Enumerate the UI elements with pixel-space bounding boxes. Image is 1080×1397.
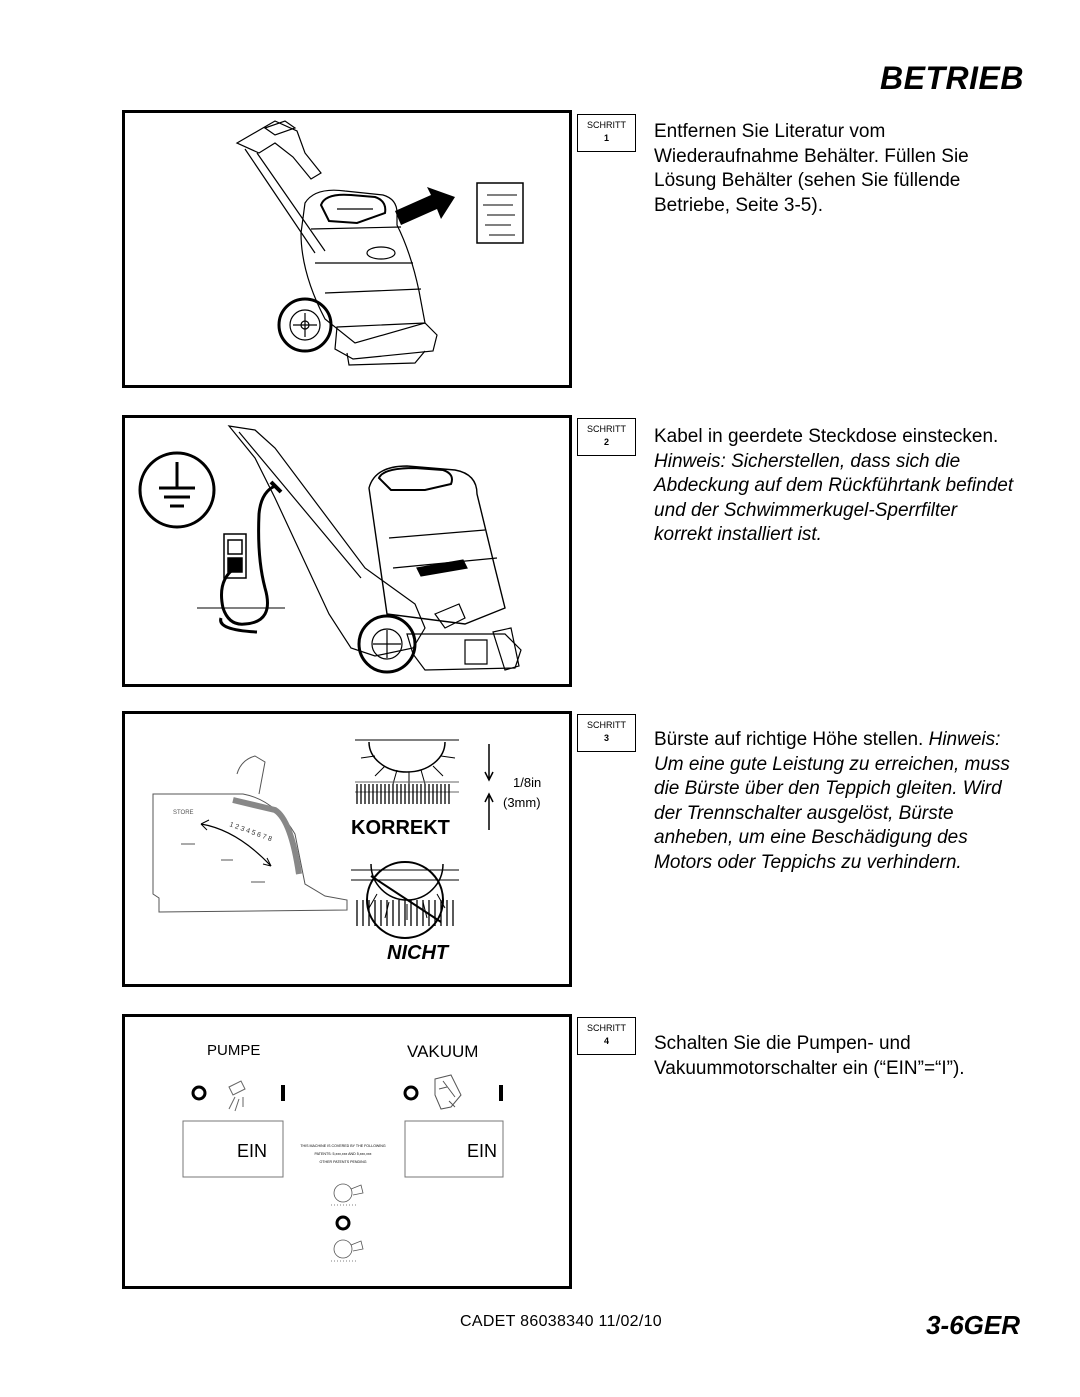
step-label: SCHRITT <box>587 720 626 730</box>
measure-inches: 1/8in <box>513 775 541 790</box>
brush-wrong-icon <box>351 861 459 939</box>
brush-correct-icon <box>355 739 494 830</box>
step-label: SCHRITT <box>587 1023 626 1033</box>
store-label: STORE <box>173 810 194 816</box>
step-1-text: Entfernen Sie Literatur vom Wiederaufnah… <box>654 120 1014 218</box>
step-number: 3 <box>603 733 609 743</box>
brush-height-illustration: STORE 1 2 3 4 5 6 7 8 1/8in (3mm) KORREK… <box>152 739 541 964</box>
step-badge-3: SCHRITT 3 <box>577 714 636 752</box>
wrong-label: NICHT <box>387 942 450 964</box>
pump-label: PUMPE <box>207 1042 260 1059</box>
step-2-instruction: Kabel in geerdete Steckdose einstecken. <box>654 426 999 447</box>
ground-symbol-icon <box>138 451 216 529</box>
measure-mm: (3mm) <box>503 795 541 810</box>
document-code: CADET 86038340 11/02/10 <box>460 1313 663 1330</box>
step-badge-1: SCHRITT 1 <box>577 114 636 152</box>
step-number: 4 <box>603 1036 609 1046</box>
pump-switch <box>182 1120 284 1178</box>
step-1-instruction: Entfernen Sie Literatur vom Wiederaufnah… <box>654 121 969 216</box>
vacuum-switch-label: EIN <box>467 1141 497 1161</box>
center-knob-icon <box>335 1215 351 1231</box>
wall-outlet-icon <box>197 533 285 609</box>
vacuum-switch <box>404 1120 504 1178</box>
page-title: BETRIEB <box>880 60 1024 96</box>
step-3-instruction: Bürste auf richtige Höhe stellen. <box>654 729 929 750</box>
step-number: 2 <box>603 437 609 447</box>
patent-line-2: PATENTS: 5,xxx,xxx AND 5,xxx,xxx <box>315 1152 372 1156</box>
step-4-instruction: Schalten Sie die Pumpen- und Vakuummotor… <box>654 1033 965 1079</box>
brush-down-icon <box>331 1239 364 1262</box>
step-badge-2: SCHRITT 2 <box>577 418 636 456</box>
figure-step-3: STORE 1 2 3 4 5 6 7 8 1/8in (3mm) KORREK… <box>122 711 572 987</box>
step-3-note: Hinweis: Um eine gute Leistung zu erreic… <box>654 729 1010 873</box>
document-icon <box>476 182 524 244</box>
figure-step-2 <box>122 415 572 687</box>
step-label: SCHRITT <box>587 424 626 434</box>
step-2-text: Kabel in geerdete Steckdose einstecken. … <box>654 425 1014 548</box>
pump-switch-label: EIN <box>237 1141 267 1161</box>
step-badge-4: SCHRITT 4 <box>577 1017 636 1055</box>
step-number: 1 <box>603 133 609 143</box>
step-2-note: Hinweis: Sicherstellen, dass sich die Ab… <box>654 450 1014 546</box>
step-3-text: Bürste auf richtige Höhe stellen. Hinwei… <box>654 728 1014 875</box>
patent-line-1: THIS MACHINE IS COVERED BY THE FOLLOWING <box>300 1144 386 1148</box>
vacuum-label: VAKUUM <box>407 1042 478 1061</box>
correct-label: KORREKT <box>351 817 450 839</box>
step-label: SCHRITT <box>587 120 626 130</box>
figure-step-4: PUMPE VAKUUM EIN EIN THIS MACHINE IS COV… <box>122 1014 572 1289</box>
figure-step-1 <box>122 110 572 388</box>
brush-up-icon <box>331 1183 364 1206</box>
carpet-extractor-fill-illustration <box>235 120 524 366</box>
page-number: 3-6GER <box>926 1310 1020 1340</box>
gauge-numbers: 1 2 3 4 5 6 7 8 <box>228 821 273 843</box>
pump-spray-icon <box>228 1080 246 1112</box>
pump-off-icon <box>191 1085 207 1101</box>
switch-panel-illustration: PUMPE VAKUUM EIN EIN THIS MACHINE IS COV… <box>182 1042 504 1262</box>
power-plug-illustration <box>138 425 522 674</box>
arrow-icon <box>395 187 455 225</box>
patent-line-3: OTHER PATENTS PENDING <box>320 1160 367 1164</box>
vacuum-off-icon <box>403 1085 419 1101</box>
vacuum-wand-icon <box>434 1074 462 1110</box>
step-4-text: Schalten Sie die Pumpen- und Vakuummotor… <box>654 1032 1014 1081</box>
